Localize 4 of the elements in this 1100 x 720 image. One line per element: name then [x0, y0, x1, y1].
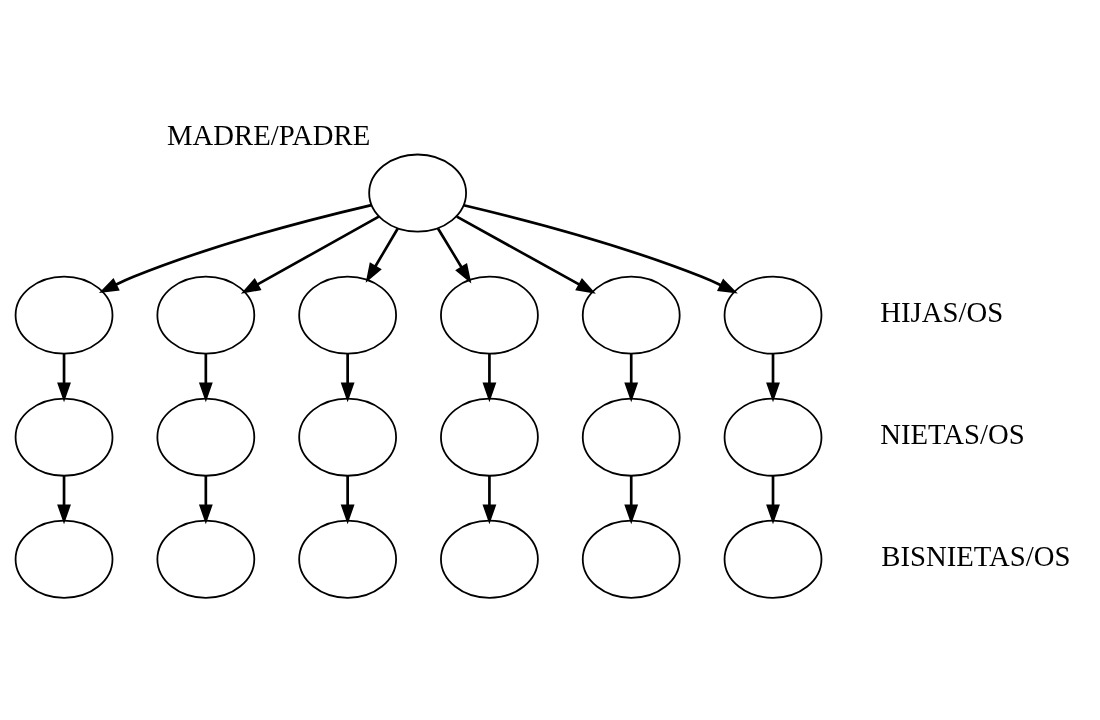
node-label: MADRE/PADRE — [167, 119, 371, 152]
label: HIJAS/OS — [880, 295, 1004, 328]
label: BISNIETAS/OS — [881, 540, 1071, 573]
label: NIETAS/OS — [880, 418, 1025, 450]
